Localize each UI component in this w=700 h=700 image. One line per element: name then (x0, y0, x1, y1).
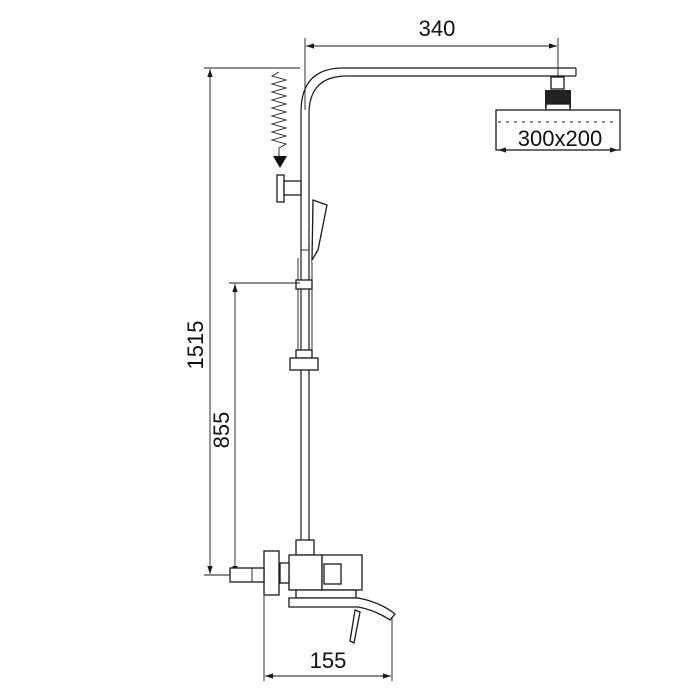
shower-head: 300x200 (495, 76, 621, 153)
arm-reach-label: 340 (419, 16, 456, 41)
mixer-depth-label: 155 (310, 648, 347, 673)
shower-arm (300, 67, 577, 540)
dimension-mixer-depth: 155 (263, 596, 393, 681)
dimension-slider-height: 855 (209, 282, 300, 574)
hand-shower (297, 199, 328, 360)
slider (295, 279, 313, 290)
dimension-total-height: 1515 (183, 67, 300, 576)
head-size-label: 300x200 (518, 126, 602, 151)
dimension-arm-reach: 340 (304, 16, 559, 110)
height-adjust-arrow (270, 71, 288, 168)
hand-shower-holder (289, 349, 319, 371)
total-height-label: 1515 (183, 321, 208, 370)
bath-mixer (229, 539, 396, 644)
slider-height-label: 855 (209, 412, 234, 449)
wall-bracket (276, 174, 302, 203)
